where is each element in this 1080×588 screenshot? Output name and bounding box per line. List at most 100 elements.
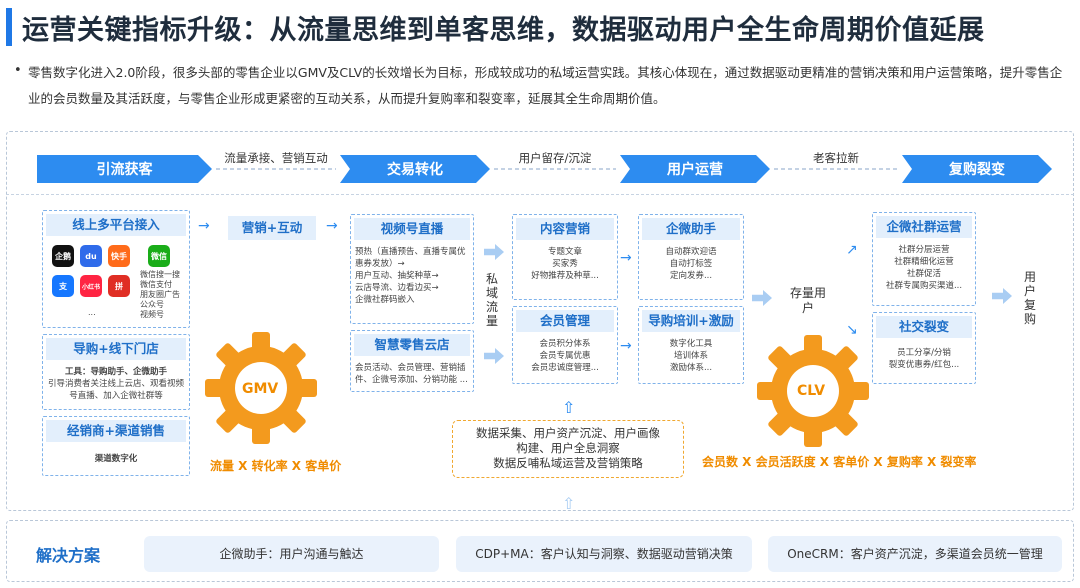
clv-label: CLV xyxy=(797,383,826,399)
wechat-channel-moments: 朋友圈广告 xyxy=(140,290,180,299)
pinduoduo-icon: 拼 xyxy=(108,275,130,297)
baidu-icon: du xyxy=(80,245,102,267)
stage-conversion: 交易转化 xyxy=(340,155,490,183)
stage-operation: 用户运营 xyxy=(620,155,770,183)
guide-training-title: 导购培训+激励 xyxy=(642,310,740,332)
transition-arrows xyxy=(216,168,898,170)
community-ops-box: 企微社群运营 社群分层运营 社群精细化运营 社群促活 社群专属购买渠道... xyxy=(872,212,976,306)
community-line: 社群专属购买渠道... xyxy=(885,281,963,291)
social-fission-lines: 员工分享/分销 裂变优惠券/红包... xyxy=(873,341,975,374)
gmv-gear-icon xyxy=(205,332,317,444)
intro-paragraph: 零售数字化进入2.0阶段，很多头部的零售企业以GMV及CLV的长效增长为目标，形… xyxy=(28,65,1063,106)
retained-users-label: 存量用户 xyxy=(789,286,826,315)
wechat-channel-search: 微信搜一搜 xyxy=(140,270,180,279)
alipay-icon: 支 xyxy=(52,275,74,297)
solutions-band xyxy=(6,520,1074,582)
content-marketing-lines: 专题文章 买家秀 好物推荐及种草... xyxy=(513,243,617,285)
qq-icon: 企鹅 xyxy=(52,245,74,267)
video-live-line: 企微社群码嵌入 xyxy=(355,295,415,305)
member-management-title: 会员管理 xyxy=(516,310,614,332)
platforms-ellipsis: ... xyxy=(88,308,96,317)
community-line: 社群精细化运营 xyxy=(894,257,954,267)
data-center-line: 数据采集、用户资产沉淀、用户画像 xyxy=(476,426,660,440)
video-live-line: 预热（直播预告、直播专属优惠券发放）→ xyxy=(355,247,466,269)
wechat-channel-official: 公众号 xyxy=(140,300,164,309)
video-live-line: 云店导流、边看边买→ xyxy=(355,283,439,293)
social-fission-title: 社交裂变 xyxy=(876,316,972,338)
smart-store-lines: 会员活动、会员管理、营销插件、企微号添加、分销功能 ... xyxy=(355,363,468,385)
kuaishou-icon: 快手 xyxy=(108,245,130,267)
offline-tools: 工具：导购助手、企微助手 xyxy=(64,367,167,377)
guide-line: 培训体系 xyxy=(673,351,708,361)
wecom-assistant-lines: 自动群欢迎语 自动打标签 定向发券... xyxy=(639,243,743,285)
arrow-right-icon: → xyxy=(620,338,632,354)
solution-wecom: 企微助手：用户沟通与触达 xyxy=(144,536,439,572)
social-line: 裂变优惠券/红包... xyxy=(888,360,960,370)
smart-store-box: 智慧零售云店 会员活动、会员管理、营销插件、企微号添加、分销功能 ... xyxy=(350,330,474,392)
arrow-up-icon: ⇧ xyxy=(562,494,576,513)
arrow-up-icon: ⇧ xyxy=(562,398,576,417)
transition-label-2: 用户留存/沉淀 xyxy=(518,151,592,165)
dealer-channel-box: 经销商+渠道销售 渠道数字化 xyxy=(42,416,190,476)
video-live-box: 视频号直播 预热（直播预告、直播专属优惠券发放）→ 用户互动、抽奖种草→ 云店导… xyxy=(350,214,474,324)
member-line: 会员积分体系 xyxy=(539,339,591,349)
online-platforms-title: 线上多平台接入 xyxy=(46,214,186,236)
gmv-formula: 流量 X 转化率 X 客单价 xyxy=(210,459,342,473)
community-line: 社群分层运营 xyxy=(898,245,950,255)
wechat-channels: 微信搜一搜 微信支付 朋友圈广告 公众号 视频号 xyxy=(140,270,190,320)
content-line: 好物推荐及种草... xyxy=(531,271,599,281)
content-line: 专题文章 xyxy=(547,247,582,257)
intro-bullet: • xyxy=(14,63,22,78)
video-live-line: 用户互动、抽奖种草→ xyxy=(355,271,439,281)
content-line: 买家秀 xyxy=(552,259,578,269)
member-line: 会员专属优惠 xyxy=(539,351,591,361)
arrow-up-right-icon: ↗ xyxy=(846,242,858,258)
user-repurchase-label: 用户复购 xyxy=(1023,270,1036,326)
smart-store-title: 智慧零售云店 xyxy=(354,334,470,356)
offline-store-title: 导购+线下门店 xyxy=(46,338,186,360)
wecom-line: 定向发券... xyxy=(669,271,713,281)
wechat-channel-video: 视频号 xyxy=(140,310,164,319)
clv-formula: 会员数 X 会员活跃度 X 客单价 X 复购率 X 裂变率 xyxy=(702,455,977,469)
dealer-channel-title: 经销商+渠道销售 xyxy=(46,420,186,442)
arrow-right-icon: → xyxy=(620,250,632,266)
transition-label-3: 老客拉新 xyxy=(813,151,859,165)
dealer-channel-desc: 渠道数字化 xyxy=(94,454,138,464)
content-marketing-title: 内容营销 xyxy=(516,218,614,240)
title-accent-bar xyxy=(6,8,12,46)
community-ops-lines: 社群分层运营 社群精细化运营 社群促活 社群专属购买渠道... xyxy=(873,241,975,295)
wechat-channel-pay: 微信支付 xyxy=(140,280,172,289)
arrow-right-icon: → xyxy=(326,218,338,234)
solution-cdp-ma: CDP+MA：客户认知与洞察、数据驱动营销决策 xyxy=(456,536,752,572)
video-live-lines: 预热（直播预告、直播专属优惠券发放）→ 用户互动、抽奖种草→ 云店导流、边看边买… xyxy=(351,243,473,309)
social-fission-box: 社交裂变 员工分享/分销 裂变优惠券/红包... xyxy=(872,312,976,384)
solutions-title: 解决方案 xyxy=(36,546,101,565)
diagram-frame xyxy=(6,131,1074,511)
data-driven-box: 数据采集、用户资产沉淀、用户画像 构建、用户全息洞察 数据反哺私域运营及营销策略 xyxy=(452,420,684,478)
social-line: 员工分享/分销 xyxy=(897,348,951,358)
stage-separator xyxy=(6,194,1074,195)
marketing-interaction-chip: 营销+互动 xyxy=(228,216,316,240)
solution-onecrm: OneCRM：客户资产沉淀，多渠道会员统一管理 xyxy=(768,536,1062,572)
stage-acquisition: 引流获客 xyxy=(37,155,212,183)
wecom-assistant-box: 企微助手 自动群欢迎语 自动打标签 定向发券... xyxy=(638,214,744,300)
member-management-box: 会员管理 会员积分体系 会员专属优惠 会员忠诚度管理... xyxy=(512,306,618,384)
member-management-lines: 会员积分体系 会员专属优惠 会员忠诚度管理... xyxy=(513,335,617,377)
data-center-line: 数据反哺私域运营及营销策略 xyxy=(493,456,643,470)
transition-label-1: 流量承接、营销互动 xyxy=(224,151,328,165)
private-domain-label: 私域流量 xyxy=(485,272,498,328)
offline-store-box: 导购+线下门店 工具：导购助手、企微助手 引导消费者关注线上云店、观看视频号直播… xyxy=(42,334,190,410)
guide-line: 激励体系... xyxy=(669,363,713,373)
guide-training-lines: 数字化工具 培训体系 激励体系... xyxy=(639,335,743,377)
video-live-title: 视频号直播 xyxy=(354,218,470,240)
clv-gear-icon xyxy=(757,335,869,447)
community-line: 社群促活 xyxy=(906,269,941,279)
wecom-line: 自动打标签 xyxy=(669,259,713,269)
online-platforms-box: 线上多平台接入 xyxy=(42,210,190,328)
wechat-icon: 微信 xyxy=(148,245,170,267)
wecom-assistant-title: 企微助手 xyxy=(642,218,740,240)
wecom-line: 自动群欢迎语 xyxy=(665,247,717,257)
content-marketing-box: 内容营销 专题文章 买家秀 好物推荐及种草... xyxy=(512,214,618,300)
member-line: 会员忠诚度管理... xyxy=(531,363,599,373)
offline-desc: 引导消费者关注线上云店、观看视频号直播、加入企微社群等 xyxy=(47,379,184,401)
